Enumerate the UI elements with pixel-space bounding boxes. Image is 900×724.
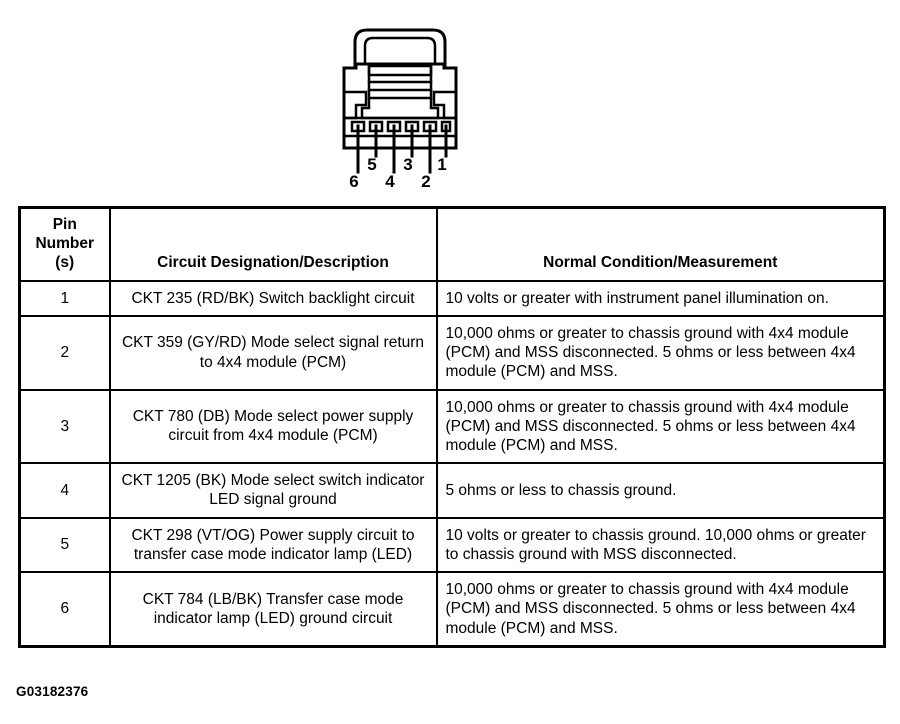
table-row: 5 CKT 298 (VT/OG) Power supply circuit t… (18, 516, 886, 574)
cell-pin-number: 1 (18, 279, 111, 317)
cell-description: CKT 359 (GY/RD) Mode select signal retur… (108, 314, 438, 391)
column-header-condition: Normal Condition/Measurement (435, 206, 886, 282)
cell-description: CKT 780 (DB) Mode select power supply ci… (108, 388, 438, 465)
connector-figure: 5 3 1 6 4 2 (0, 0, 900, 200)
column-header-pin-number: Pin Number (s) (18, 206, 111, 282)
cell-condition: 10 volts or greater to chassis ground. 1… (435, 516, 886, 574)
pin-number-label-2: 2 (421, 172, 430, 191)
cell-pin-number: 5 (18, 516, 111, 574)
cell-pin-number: 2 (18, 314, 111, 391)
cell-description: CKT 784 (LB/BK) Transfer case mode indic… (108, 571, 438, 648)
pin-number-label-3: 3 (403, 155, 412, 174)
cell-description: CKT 235 (RD/BK) Switch backlight circuit (108, 279, 438, 317)
cell-description: CKT 1205 (BK) Mode select switch indicat… (108, 462, 438, 519)
cell-pin-number: 6 (18, 571, 111, 648)
cell-condition: 10 volts or greater with instrument pane… (435, 279, 886, 317)
table-row: 6 CKT 784 (LB/BK) Transfer case mode ind… (18, 571, 886, 648)
pin-number-label-4: 4 (385, 172, 395, 191)
cell-condition: 10,000 ohms or greater to chassis ground… (435, 314, 886, 391)
table-row: 4 CKT 1205 (BK) Mode select switch indic… (18, 462, 886, 519)
pin-header-line-2: Number (35, 235, 95, 253)
table-header-row: Pin Number (s) Circuit Designation/Descr… (18, 206, 886, 282)
pin-number-label-5: 5 (367, 155, 376, 174)
figure-code: G03182376 (16, 684, 89, 699)
column-header-description: Circuit Designation/Description (108, 206, 438, 282)
pin-header-line-1: Pin (52, 216, 77, 233)
cell-description: CKT 298 (VT/OG) Power supply circuit to … (108, 516, 438, 574)
cell-pin-number: 4 (18, 462, 111, 519)
pin-header-line-3: (s) (55, 254, 75, 272)
cell-condition: 5 ohms or less to chassis ground. (435, 462, 886, 519)
latch-tongue-plate (367, 64, 433, 77)
table-row: 2 CKT 359 (GY/RD) Mode select signal ret… (18, 314, 886, 391)
table-row: 3 CKT 780 (DB) Mode select power supply … (18, 388, 886, 465)
cell-condition: 10,000 ohms or greater to chassis ground… (435, 388, 886, 465)
pin-number-label-6: 6 (349, 172, 358, 191)
cell-condition: 10,000 ohms or greater to chassis ground… (435, 571, 886, 648)
table-row: 1 CKT 235 (RD/BK) Switch backlight circu… (18, 279, 886, 317)
pinout-table: Pin Number (s) Circuit Designation/Descr… (18, 206, 886, 648)
pin-number-label-1: 1 (437, 155, 446, 174)
connector-drawing: 5 3 1 6 4 2 (342, 28, 458, 191)
cell-pin-number: 3 (18, 388, 111, 465)
